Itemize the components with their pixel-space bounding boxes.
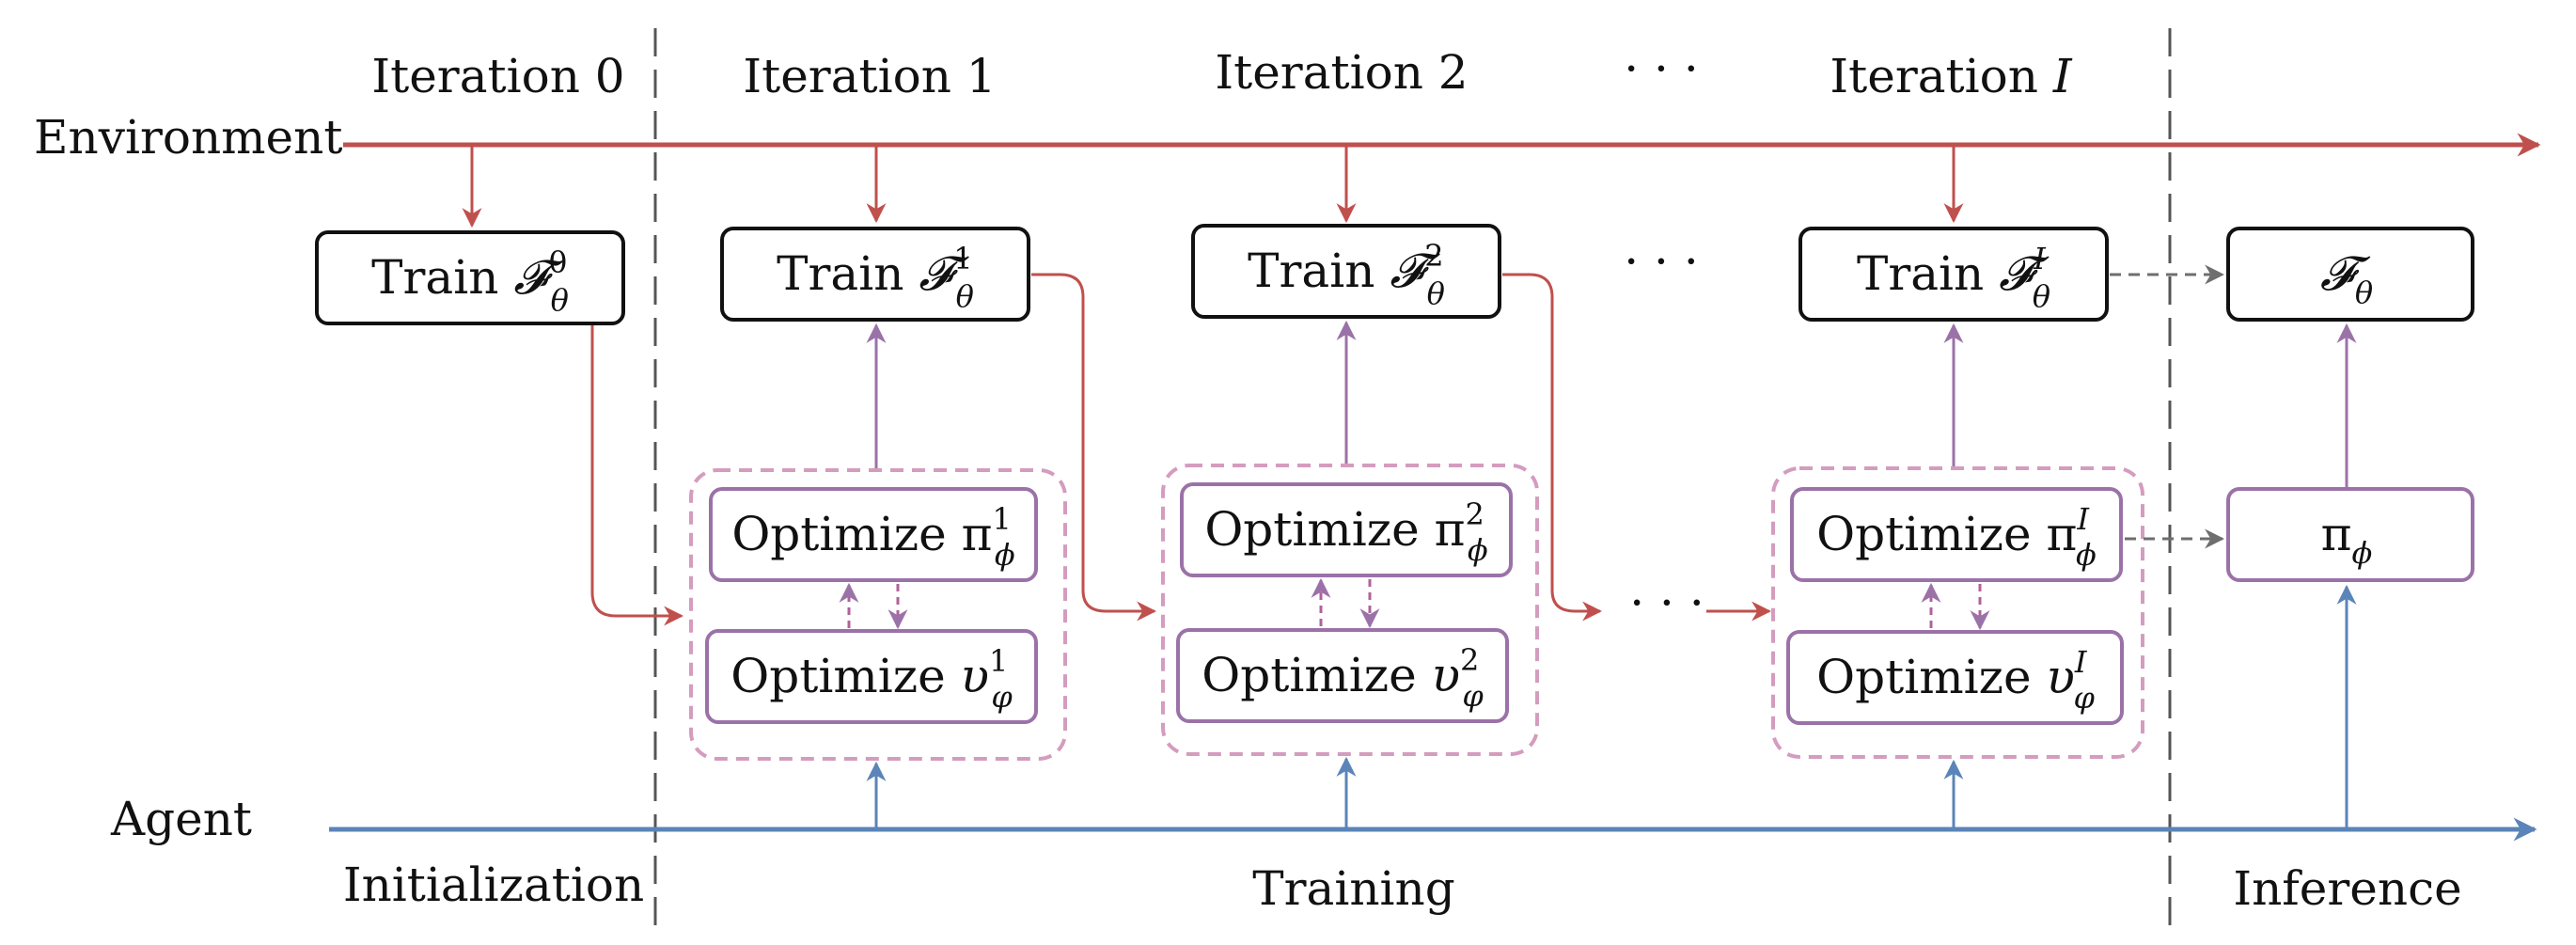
svg-text:Optimize π1ϕ: Optimize π1ϕ <box>731 501 1015 573</box>
phase-training-label: Training <box>1252 861 1454 916</box>
iteration-dots-label: · · · <box>1624 41 1698 96</box>
final-model-box: 𝓕θ <box>2226 227 2474 322</box>
group-dots: · · · <box>1629 575 1704 630</box>
svg-text:Train 𝓕0θ: Train 𝓕0θ <box>371 244 569 318</box>
iteration-2-label: Iteration 2 <box>1215 45 1468 100</box>
svg-text:Train 𝓕Iθ: Train 𝓕Iθ <box>1857 241 2050 314</box>
optimize-group-2 <box>1161 464 1539 756</box>
phase-inference-label: Inference <box>2233 861 2461 916</box>
optimize-group-1 <box>689 468 1067 761</box>
train1-to-group2-arrow <box>1031 273 1157 622</box>
optimize-group-I <box>1771 466 2144 759</box>
iteration-I-label: Iteration I <box>1830 49 2072 103</box>
iteration-0-label: Iteration 0 <box>371 49 624 103</box>
train0-to-group1-arrow <box>590 325 684 626</box>
svg-text:πϕ: πϕ <box>2321 507 2373 571</box>
train2-to-dots-arrow <box>1502 273 1603 622</box>
svg-text:Optimize πIϕ: Optimize πIϕ <box>1816 501 2097 573</box>
svg-text:Optimize π2ϕ: Optimize π2ϕ <box>1204 496 1488 568</box>
svg-text:Optimize υ2φ: Optimize υ2φ <box>1202 642 1484 714</box>
train-dots: · · · <box>1624 234 1698 289</box>
phase-initialization-label: Initialization <box>343 858 644 912</box>
svg-text:Optimize υ1φ: Optimize υ1φ <box>730 643 1013 715</box>
agent-label: Agent <box>110 792 252 846</box>
svg-text:Train 𝓕2θ: Train 𝓕2θ <box>1248 238 1445 311</box>
environment-label: Environment <box>34 110 342 165</box>
svg-text:Train 𝓕1θ: Train 𝓕1θ <box>777 241 974 314</box>
final-policy-box: πϕ <box>2226 487 2474 582</box>
iteration-1-label: Iteration 1 <box>743 49 996 103</box>
svg-text:Optimize υIφ: Optimize υIφ <box>1816 644 2095 716</box>
